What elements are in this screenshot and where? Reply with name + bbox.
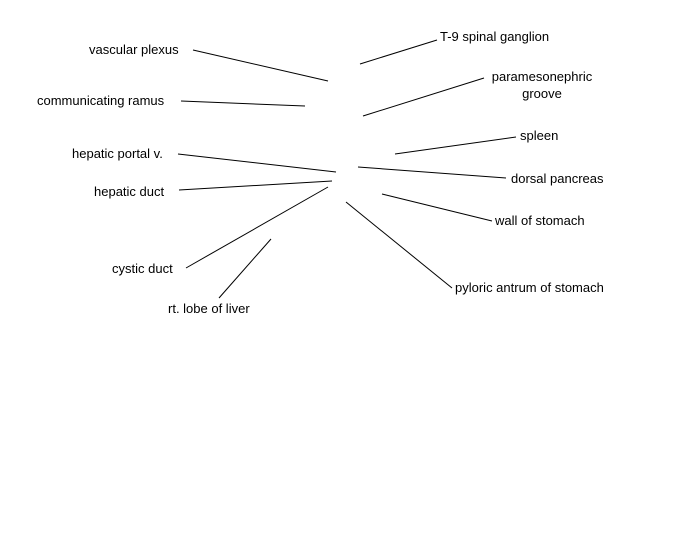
label-rt-lobe-of-liver: rt. lobe of liver: [168, 301, 250, 316]
label-wall-of-stomach: wall of stomach: [495, 213, 585, 228]
label-hepatic-duct: hepatic duct: [94, 184, 165, 199]
label-dorsal-pancreas: dorsal pancreas: [511, 171, 604, 186]
label-communicating-ramus: communicating ramus: [37, 93, 165, 108]
label-t9-spinal-ganglion: T-9 spinal ganglion: [440, 29, 550, 44]
label-paramesonephric-line2: groove: [522, 86, 562, 101]
label-paramesonephric-line1: paramesonephric: [491, 69, 593, 84]
leader-paramesonephric-groove: [362, 77, 485, 117]
leader-pyloric-antrum: [345, 201, 453, 289]
leader-vascular-plexus: [192, 49, 329, 82]
leader-hepatic-duct: [178, 180, 333, 191]
leader-wall-of-stomach: [381, 193, 493, 222]
label-vascular-plexus: vascular plexus: [89, 42, 179, 57]
label-paramesonephric-groove: paramesonephric groove: [487, 69, 597, 102]
leader-dorsal-pancreas: [357, 166, 507, 179]
label-hepatic-portal-v: hepatic portal v.: [72, 146, 163, 161]
leader-spleen: [394, 136, 517, 155]
label-pyloric-antrum-of-stomach: pyloric antrum of stomach: [455, 280, 604, 295]
leader-hepatic-portal-v: [177, 153, 337, 173]
label-cystic-duct: cystic duct: [112, 261, 173, 276]
leader-t9-spinal-ganglion: [359, 39, 438, 65]
leader-rt-lobe-of-liver: [218, 238, 272, 299]
label-spleen: spleen: [520, 128, 559, 143]
leader-cystic-duct: [185, 186, 329, 269]
leader-communicating-ramus: [180, 100, 306, 107]
